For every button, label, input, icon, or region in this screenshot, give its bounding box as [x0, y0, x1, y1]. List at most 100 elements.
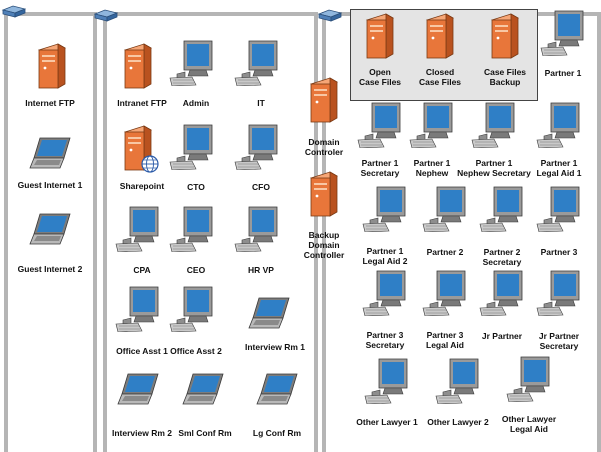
node-label: Office Asst 1	[116, 346, 168, 356]
node-label: Interview Rm 2	[112, 428, 172, 438]
node-label: Closed Case Files	[418, 67, 462, 87]
node-label: Other Lawyer 2	[427, 417, 489, 427]
node-office-asst-2[interactable]: Office Asst 2	[154, 286, 238, 358]
node-label: Partner 3 Legal Aid	[426, 330, 464, 350]
laptop-icon	[117, 373, 159, 405]
node-internet-ftp[interactable]: Internet FTP	[8, 42, 92, 116]
node-label: Guest Internet 1	[17, 180, 83, 190]
node-partner-1-legal-aid-1[interactable]: Partner 1 Legal Aid 1	[517, 102, 601, 182]
desktop-icon	[234, 40, 278, 86]
desktop-icon	[471, 102, 515, 148]
node-other-lawyer-legal-aid[interactable]: Other Lawyer Legal Aid	[487, 356, 571, 438]
node-label: Partner 1	[544, 68, 582, 78]
server-icon	[310, 77, 338, 123]
node-label: Partner 1 Legal Aid 2	[362, 246, 408, 266]
laptop-icon	[29, 137, 71, 169]
node-interview-rm-1[interactable]: Interview Rm 1	[233, 296, 317, 356]
desktop-icon	[536, 270, 580, 316]
node-label: Partner 3	[540, 247, 578, 257]
node-partner-2-secretary[interactable]: Partner 2 Secretary	[460, 186, 544, 267]
node-partner-3-secretary[interactable]: Partner 3 Secretary	[343, 270, 427, 350]
node-cto[interactable]: CTO	[154, 124, 238, 196]
node-label: Partner 1 Nephew Secretary	[457, 158, 531, 178]
desktop-icon	[422, 186, 466, 232]
node-partner-1[interactable]: Partner 1	[521, 10, 601, 82]
node-lg-conf-rm[interactable]: Lg Conf Rm	[235, 372, 319, 438]
desktop-icon	[169, 124, 213, 170]
desktop-icon	[362, 270, 406, 316]
server-icon	[426, 13, 454, 59]
node-partner-1-nephew[interactable]: Partner 1 Nephew	[390, 102, 474, 182]
node-domain-controller[interactable]: Domain Controler	[282, 76, 366, 160]
node-cpa[interactable]: CPA	[100, 206, 184, 278]
node-it[interactable]: IT	[219, 40, 303, 112]
node-label: Sharepoint	[119, 181, 165, 191]
node-label: HR VP	[248, 265, 274, 275]
node-label: Partner 2	[426, 247, 464, 257]
network-switch-icon	[1, 5, 26, 18]
desktop-icon	[435, 358, 479, 404]
node-partner-1-nephew-secretary[interactable]: Partner 1 Nephew Secretary	[452, 102, 536, 182]
node-partner-3[interactable]: Partner 3	[517, 186, 601, 266]
desktop-icon	[536, 102, 580, 148]
node-label: Jr Partner	[481, 331, 523, 341]
node-label: CTO	[187, 182, 205, 192]
desktop-icon	[364, 358, 408, 404]
node-interview-rm-2[interactable]: Interview Rm 2	[100, 372, 184, 438]
node-label: CFO	[252, 182, 270, 192]
node-label: Guest Internet 2	[17, 264, 83, 274]
server-icon	[38, 43, 66, 89]
node-partner-2[interactable]: Partner 2	[403, 186, 487, 266]
node-sharepoint[interactable]: Sharepoint	[100, 124, 184, 196]
node-label: Partner 3 Secretary	[365, 330, 405, 350]
node-label: Partner 1 Legal Aid 1	[536, 158, 582, 178]
node-label: Case Files Backup	[483, 67, 527, 87]
server-icon	[124, 43, 152, 89]
node-open-case-files[interactable]: Open Case Files	[338, 12, 422, 92]
node-label: Admin	[182, 98, 210, 108]
node-label: CPA	[133, 265, 151, 275]
desktop-icon	[536, 186, 580, 232]
node-partner-1-legal-aid-2[interactable]: Partner 1 Legal Aid 2	[343, 186, 427, 266]
desktop-icon	[540, 10, 584, 56]
node-partner-3-legal-aid[interactable]: Partner 3 Legal Aid	[403, 270, 487, 350]
laptop-icon	[248, 297, 290, 329]
desktop-icon	[479, 186, 523, 232]
desktop-icon	[357, 102, 401, 148]
node-hr-vp[interactable]: HR VP	[219, 206, 303, 278]
node-label: Other Lawyer Legal Aid	[501, 414, 557, 434]
node-jr-partner[interactable]: Jr Partner	[460, 270, 544, 350]
node-guest-internet-2[interactable]: Guest Internet 2	[8, 212, 92, 274]
desktop-icon	[362, 186, 406, 232]
node-other-lawyer-2[interactable]: Other Lawyer 2	[416, 358, 500, 434]
desktop-icon	[169, 206, 213, 252]
node-other-lawyer-1[interactable]: Other Lawyer 1	[345, 358, 429, 434]
server-icon	[310, 171, 338, 217]
node-cfo[interactable]: CFO	[219, 124, 303, 196]
server-icon	[491, 13, 519, 59]
node-partner-1-secretary[interactable]: Partner 1 Secretary	[338, 102, 422, 182]
node-label: CEO	[186, 265, 206, 275]
desktop-icon	[506, 356, 550, 402]
node-label: Office Asst 2	[170, 346, 222, 356]
desktop-icon	[169, 286, 213, 332]
node-jr-partner-secretary[interactable]: Jr Partner Secretary	[517, 270, 601, 351]
node-label: IT	[257, 98, 265, 108]
laptop-icon	[29, 213, 71, 245]
node-label: Partner 1 Nephew	[413, 158, 451, 178]
node-intranet-ftp[interactable]: Intranet FTP	[100, 42, 184, 116]
node-sml-conf-rm[interactable]: Sml Conf Rm	[163, 372, 247, 438]
desktop-icon	[115, 206, 159, 252]
node-backup-domain-controller[interactable]: Backup Domain Controller	[282, 170, 366, 264]
node-label: Jr Partner Secretary	[538, 331, 580, 351]
node-closed-case-files[interactable]: Closed Case Files	[398, 12, 482, 92]
network-segment-1	[4, 12, 97, 452]
node-office-asst-1[interactable]: Office Asst 1	[100, 286, 184, 358]
node-admin[interactable]: Admin	[154, 40, 238, 112]
laptop-icon	[182, 373, 224, 405]
network-switch-icon	[317, 9, 342, 22]
node-ceo[interactable]: CEO	[154, 206, 238, 278]
node-label: Lg Conf Rm	[252, 428, 302, 438]
node-case-files-backup[interactable]: Case Files Backup	[463, 12, 547, 92]
node-guest-internet-1[interactable]: Guest Internet 1	[8, 136, 92, 196]
